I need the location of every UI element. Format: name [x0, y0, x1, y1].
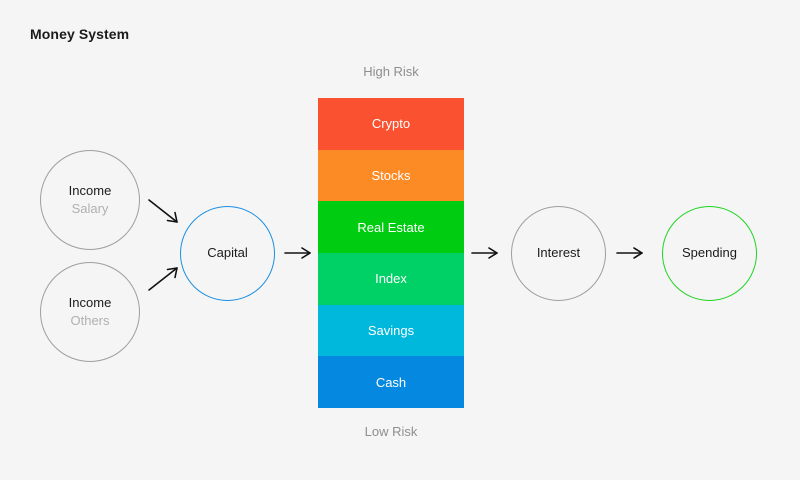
node-income-salary-title: Income — [68, 183, 112, 199]
risk-block-stocks[interactable]: Stocks — [318, 149, 464, 202]
node-interest[interactable]: Interest — [511, 206, 606, 301]
node-income-salary-subtitle: Salary — [71, 200, 109, 216]
risk-stack: Crypto Stocks Real Estate Index Savings … — [318, 98, 464, 409]
risk-label-low: Low Risk — [364, 424, 418, 439]
node-income-others-subtitle: Others — [70, 312, 110, 328]
risk-label-high: High Risk — [363, 64, 419, 79]
arrow-salary-to-capital — [148, 198, 184, 232]
risk-block-real-estate[interactable]: Real Estate — [318, 201, 464, 254]
risk-block-crypto-label: Crypto — [371, 116, 411, 132]
risk-block-savings-label: Savings — [367, 323, 415, 339]
risk-block-crypto[interactable]: Crypto — [318, 98, 464, 150]
arrow-stack-to-interest — [471, 245, 500, 261]
risk-block-savings[interactable]: Savings — [318, 304, 464, 357]
node-spending-title: Spending — [682, 245, 737, 261]
risk-block-real-estate-label: Real Estate — [357, 219, 425, 235]
node-income-salary[interactable]: Income Salary — [40, 150, 140, 250]
risk-block-cash[interactable]: Cash — [318, 356, 464, 409]
arrow-capital-to-stack — [284, 245, 313, 261]
arrow-others-to-capital — [148, 258, 184, 292]
node-income-others-title: Income — [68, 295, 112, 311]
node-capital-title: Capital — [207, 245, 248, 261]
node-spending[interactable]: Spending — [662, 206, 757, 301]
risk-block-cash-label: Cash — [375, 374, 407, 390]
page-title: Money System — [30, 26, 130, 42]
risk-block-stocks-label: Stocks — [371, 168, 411, 183]
node-income-others[interactable]: Income Others — [40, 262, 140, 362]
risk-block-index-label: Index — [375, 271, 407, 287]
arrow-interest-to-spending — [616, 245, 645, 261]
node-capital[interactable]: Capital — [180, 206, 275, 301]
node-interest-title: Interest — [536, 245, 581, 261]
risk-block-index[interactable]: Index — [318, 253, 464, 305]
